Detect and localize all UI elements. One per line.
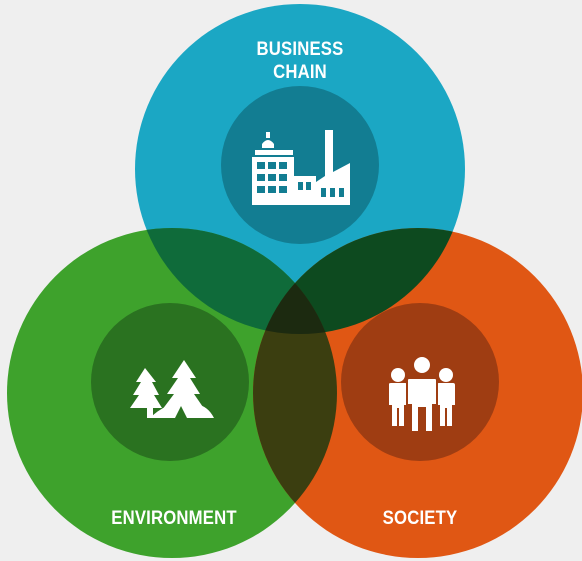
people-icon <box>389 355 455 433</box>
business-society-overlap <box>253 228 465 334</box>
business-medallion <box>221 86 379 244</box>
business-environment-overlap <box>135 228 337 334</box>
environment-label: ENVIRONMENT <box>111 508 237 529</box>
business-chain-label: BUSINESS CHAIN <box>234 38 366 84</box>
trees-icon <box>130 360 214 418</box>
business-label-line2: CHAIN <box>273 62 327 83</box>
environment-medallion <box>91 303 249 461</box>
society-label: SOCIETY <box>382 508 458 529</box>
factory-icon <box>252 130 350 205</box>
business-label-line1: BUSINESS <box>256 39 344 60</box>
